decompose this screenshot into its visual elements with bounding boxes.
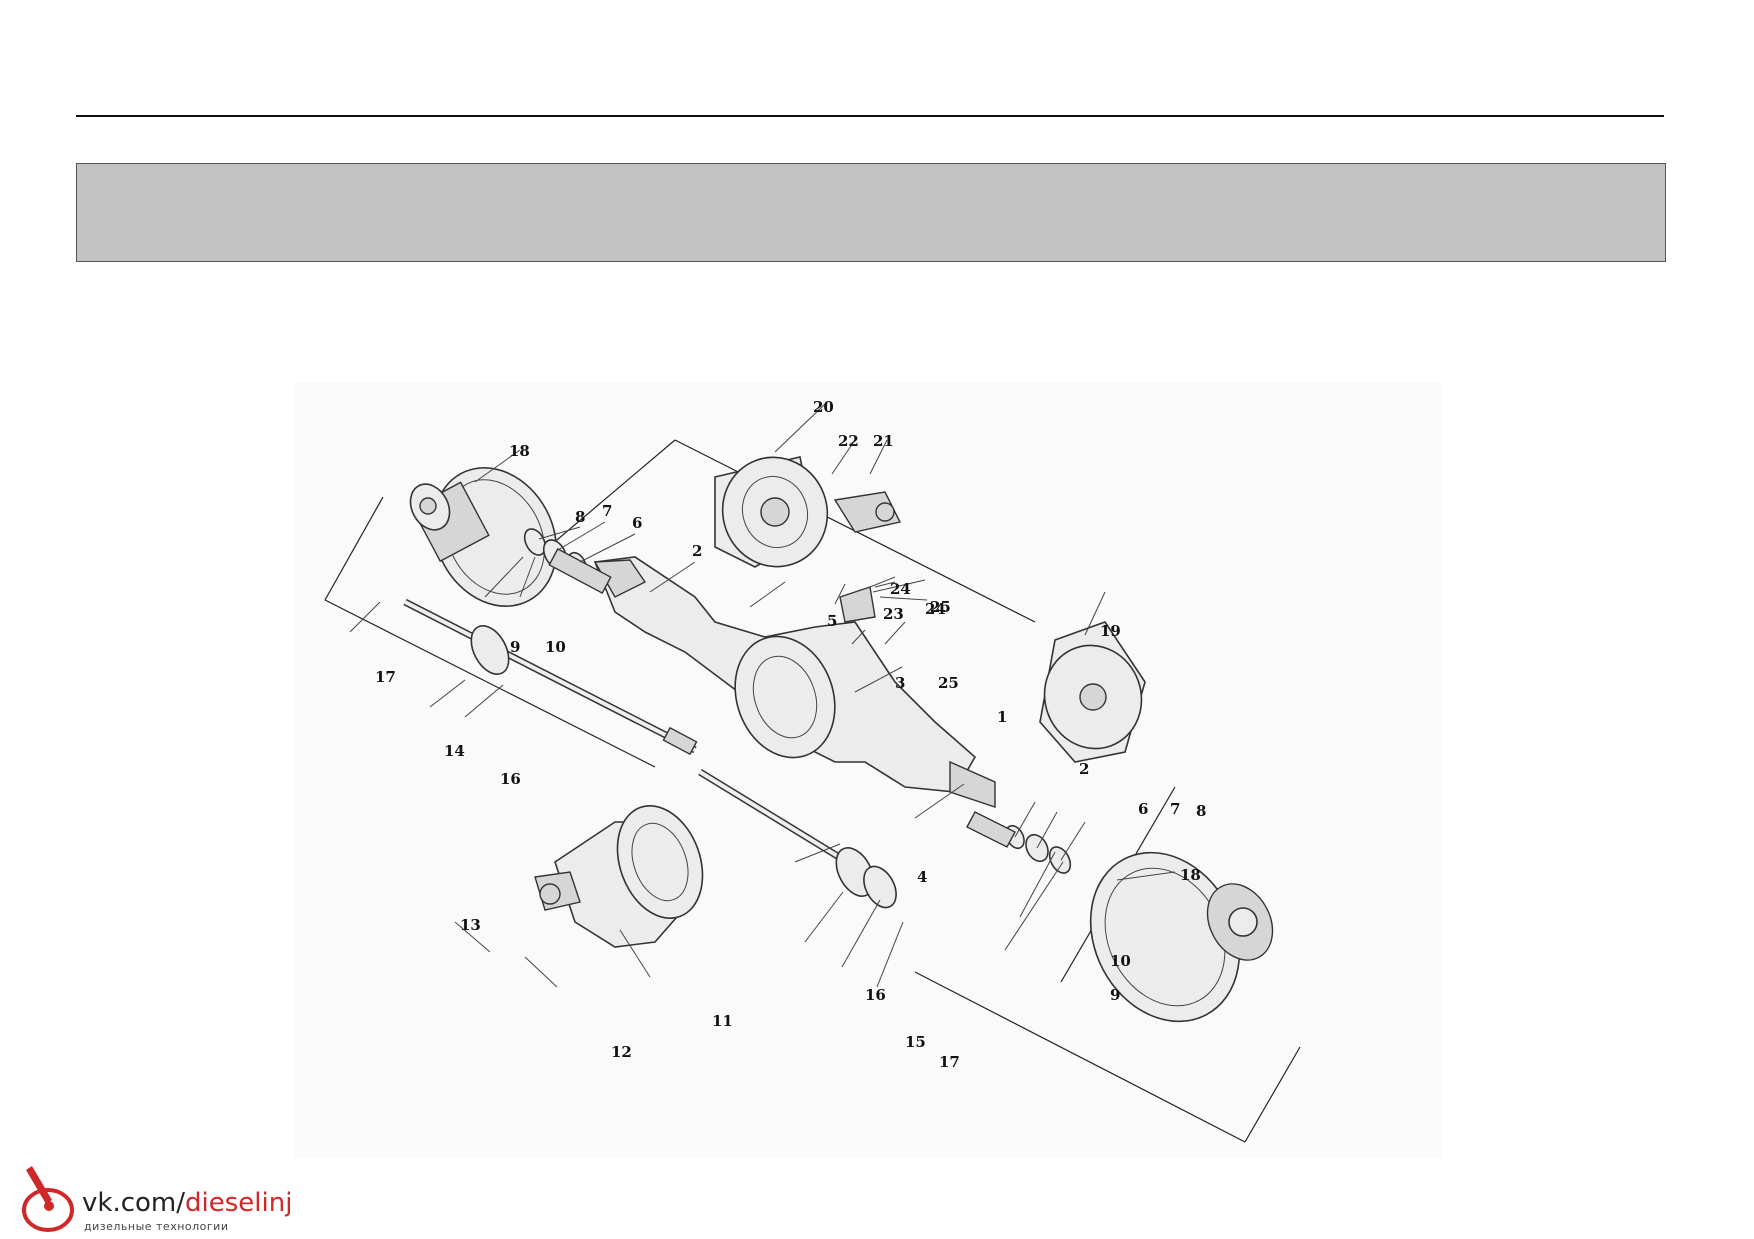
- guide-line: [1244, 1046, 1301, 1143]
- exploded-axle-diagram: 20 22 21 18 8 7 6 2 24 25 23 24 5 17 3 2…: [295, 382, 1441, 1158]
- title-banner: [76, 163, 1666, 262]
- guide-line: [324, 599, 656, 768]
- watermark-prefix: vk.com/: [82, 1188, 185, 1218]
- callout-label: 9: [1110, 986, 1120, 1004]
- brake-drum-right: [1089, 851, 1274, 1023]
- callout-label: 20: [813, 398, 834, 416]
- leader-lines: [349, 403, 1176, 988]
- callout-label: 2: [1079, 760, 1089, 778]
- watermark-accent: dieselinj: [185, 1188, 293, 1218]
- callout-label: 17: [375, 668, 396, 686]
- callout-label: 11: [712, 1012, 733, 1030]
- seal-rings-right: [966, 811, 1072, 874]
- callout-label: 6: [1138, 800, 1148, 818]
- brake-assembly-right: [1039, 621, 1146, 763]
- mounting-bracket: [839, 576, 896, 623]
- callout-label: 17: [939, 1053, 960, 1071]
- callout-label: 3: [895, 674, 905, 692]
- half-shaft-left: [403, 598, 698, 756]
- callout-label: 2: [692, 542, 702, 560]
- callout-label: 10: [1110, 952, 1131, 970]
- watermark-link[interactable]: vk.com/dieselinj: [82, 1188, 292, 1218]
- callout-label: 1: [997, 708, 1007, 726]
- callout-label: 15: [905, 1033, 926, 1051]
- callout-label: 5: [827, 612, 837, 630]
- watermark-subtitle: дизельные технологии: [84, 1220, 229, 1233]
- callout-label: 7: [1170, 800, 1180, 818]
- callout-label: 9: [510, 638, 520, 656]
- callout-label: 10: [545, 638, 566, 656]
- callout-label: 25: [930, 598, 951, 616]
- callout-label: 13: [460, 916, 481, 934]
- callout-label: 24: [925, 600, 946, 618]
- callout-label: 14: [444, 742, 465, 760]
- callout-label: 25: [938, 674, 959, 692]
- callout-label: 23: [883, 605, 904, 623]
- callout-label: 24: [890, 580, 911, 598]
- dieselinj-logo-icon: [22, 1166, 74, 1232]
- callout-labels: 20 22 21 18 8 7 6 2 24 25 23 24 5 17 3 2…: [375, 398, 1206, 1071]
- callout-label: 18: [1180, 866, 1201, 884]
- callout-label: 18: [509, 442, 530, 460]
- brake-assembly-top: [714, 456, 902, 568]
- axle-housing: [548, 548, 996, 808]
- diagram-svg: 20 22 21 18 8 7 6 2 24 25 23 24 5 17 3 2…: [324, 398, 1301, 1143]
- callout-label: 6: [632, 514, 642, 532]
- callout-label: 21: [873, 432, 894, 450]
- callout-label: 8: [1196, 802, 1206, 820]
- header-rule: [76, 115, 1664, 117]
- callout-label: 8: [575, 508, 585, 526]
- callout-label: 12: [611, 1043, 632, 1061]
- half-shaft-right: [698, 769, 897, 909]
- brake-drum-left: [409, 467, 558, 607]
- callout-label: 7: [602, 502, 612, 520]
- callout-label: 16: [865, 986, 886, 1004]
- callout-label: 16: [500, 770, 521, 788]
- callout-label: 4: [917, 868, 927, 886]
- guide-line: [914, 971, 1246, 1143]
- callout-label: 22: [838, 432, 859, 450]
- guide-line: [324, 496, 384, 601]
- main-reducer: [534, 805, 704, 948]
- callout-label: 19: [1100, 622, 1121, 640]
